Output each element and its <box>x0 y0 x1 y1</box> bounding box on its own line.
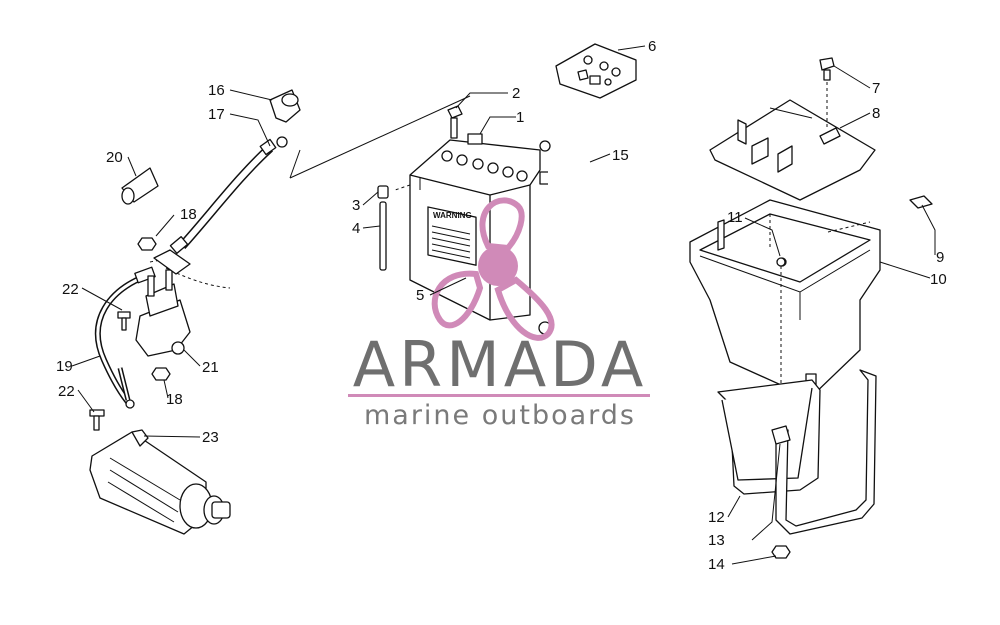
vent-tube[interactable] <box>379 201 387 271</box>
callout-10: 10 <box>930 271 947 288</box>
battery-positive-cable[interactable] <box>538 140 605 335</box>
callout-9: 9 <box>936 249 944 266</box>
callout-6: 6 <box>648 38 656 55</box>
callout-12: 12 <box>708 509 725 526</box>
callout-labels: 1 2 3 4 5 6 7 8 9 10 11 12 13 14 15 16 1… <box>56 38 947 573</box>
leader-lines <box>71 45 936 565</box>
vent-fitting[interactable] <box>447 105 463 139</box>
terminal-boot[interactable] <box>269 89 301 123</box>
box-fastener[interactable] <box>819 57 835 128</box>
warning-label: WARNING <box>433 211 472 220</box>
callout-20: 20 <box>106 149 123 166</box>
callout-5: 5 <box>416 287 424 304</box>
battery-hold-down-plate[interactable] <box>709 99 876 201</box>
mounting-bolt-upper[interactable] <box>117 311 131 331</box>
strap-nut[interactable] <box>771 545 791 559</box>
terminal-clip[interactable] <box>909 195 933 209</box>
solenoid-boot[interactable] <box>121 167 159 205</box>
brand-title: ARMADA <box>352 328 648 401</box>
callout-18-upper: 18 <box>180 206 197 223</box>
starter-cable[interactable] <box>169 95 471 254</box>
ground-cable[interactable] <box>95 266 156 409</box>
mounting-screw[interactable] <box>776 257 786 430</box>
callout-4: 4 <box>352 220 360 237</box>
mounting-bolt-lower[interactable] <box>89 409 105 431</box>
callout-13: 13 <box>708 532 725 549</box>
terminal-nut-lower[interactable] <box>151 367 171 381</box>
callout-8: 8 <box>872 105 880 122</box>
strap-bracket[interactable] <box>771 425 791 445</box>
callout-17: 17 <box>208 106 225 123</box>
callout-19: 19 <box>56 358 73 375</box>
callout-18-lower: 18 <box>166 391 183 408</box>
brand-logo <box>431 197 555 341</box>
callout-23: 23 <box>202 429 219 446</box>
terminal-nut-upper[interactable] <box>137 237 157 251</box>
brand-subtitle: marine outboards <box>363 400 636 431</box>
starter-solenoid[interactable] <box>135 249 231 357</box>
brand-divider <box>348 394 650 397</box>
callout-1: 1 <box>516 109 524 126</box>
callout-14: 14 <box>708 556 725 573</box>
callout-22-upper: 22 <box>62 281 79 298</box>
battery-box[interactable] <box>689 199 881 399</box>
callout-11: 11 <box>727 209 743 226</box>
battery-strap[interactable] <box>717 369 877 535</box>
callout-3: 3 <box>352 197 360 214</box>
vent-cap[interactable] <box>377 185 389 199</box>
callout-16: 16 <box>208 82 225 99</box>
callout-22-lower: 22 <box>58 383 75 400</box>
callout-2: 2 <box>512 85 520 102</box>
callout-15: 15 <box>612 147 629 164</box>
callout-7: 7 <box>872 80 880 97</box>
starter-motor[interactable] <box>89 429 231 535</box>
warning-text-lines <box>431 225 471 259</box>
battery-cell-caps <box>441 150 528 182</box>
terminal-hardware-kit[interactable] <box>555 43 637 99</box>
callout-21: 21 <box>202 359 219 376</box>
